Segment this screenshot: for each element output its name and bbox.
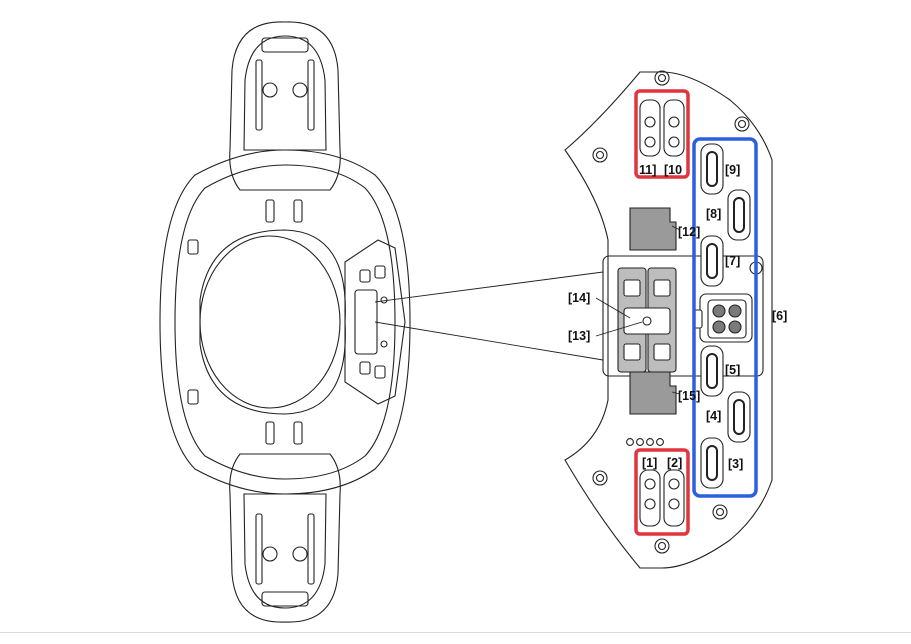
usb-c-port-5 (700, 345, 724, 397)
label-12: [12] (678, 225, 700, 239)
usb-c-port-8 (727, 189, 751, 241)
label-10: [10 (664, 163, 682, 177)
callout-labels: 11] [10 [9] [8] [12] [7] [14] [6] [13] [… (568, 163, 787, 471)
usb-c-port-9 (700, 143, 724, 195)
callout-lines (595, 225, 681, 395)
usb-c-port-4 (727, 391, 751, 443)
device-overview (159, 21, 411, 623)
label-3: [3] (728, 457, 743, 471)
highlight-box-bottom-terminals (634, 448, 690, 536)
highlight-box-top-terminals (634, 89, 690, 179)
label-14: [14] (568, 291, 590, 305)
label-6: [6] (772, 309, 787, 323)
connector-15 (629, 371, 677, 415)
port-panel-enlarged (564, 70, 773, 569)
label-5: [5] (725, 363, 740, 377)
label-1: [1] (642, 456, 657, 470)
label-2: [2] (667, 456, 682, 470)
bottom-divider (0, 632, 911, 633)
label-8: [8] (706, 207, 721, 221)
usb-c-port-3 (700, 437, 724, 489)
label-9: [9] (725, 163, 740, 177)
highlight-box-usb-ports (692, 137, 758, 498)
usb-c-ports (700, 143, 751, 489)
label-7: [7] (725, 254, 740, 268)
label-15: [15] (678, 389, 700, 403)
label-11: 11] (639, 163, 656, 177)
label-13: [13] (568, 329, 590, 343)
connector-12 (629, 207, 677, 251)
terminal-connectors-top (639, 99, 685, 157)
connector-block-13-14 (617, 267, 677, 373)
power-connector-6 (693, 293, 753, 343)
usb-c-port-7 (700, 235, 724, 287)
terminal-connectors-bottom (639, 469, 685, 527)
label-4: [4] (706, 409, 721, 423)
zoom-lines (374, 271, 604, 361)
